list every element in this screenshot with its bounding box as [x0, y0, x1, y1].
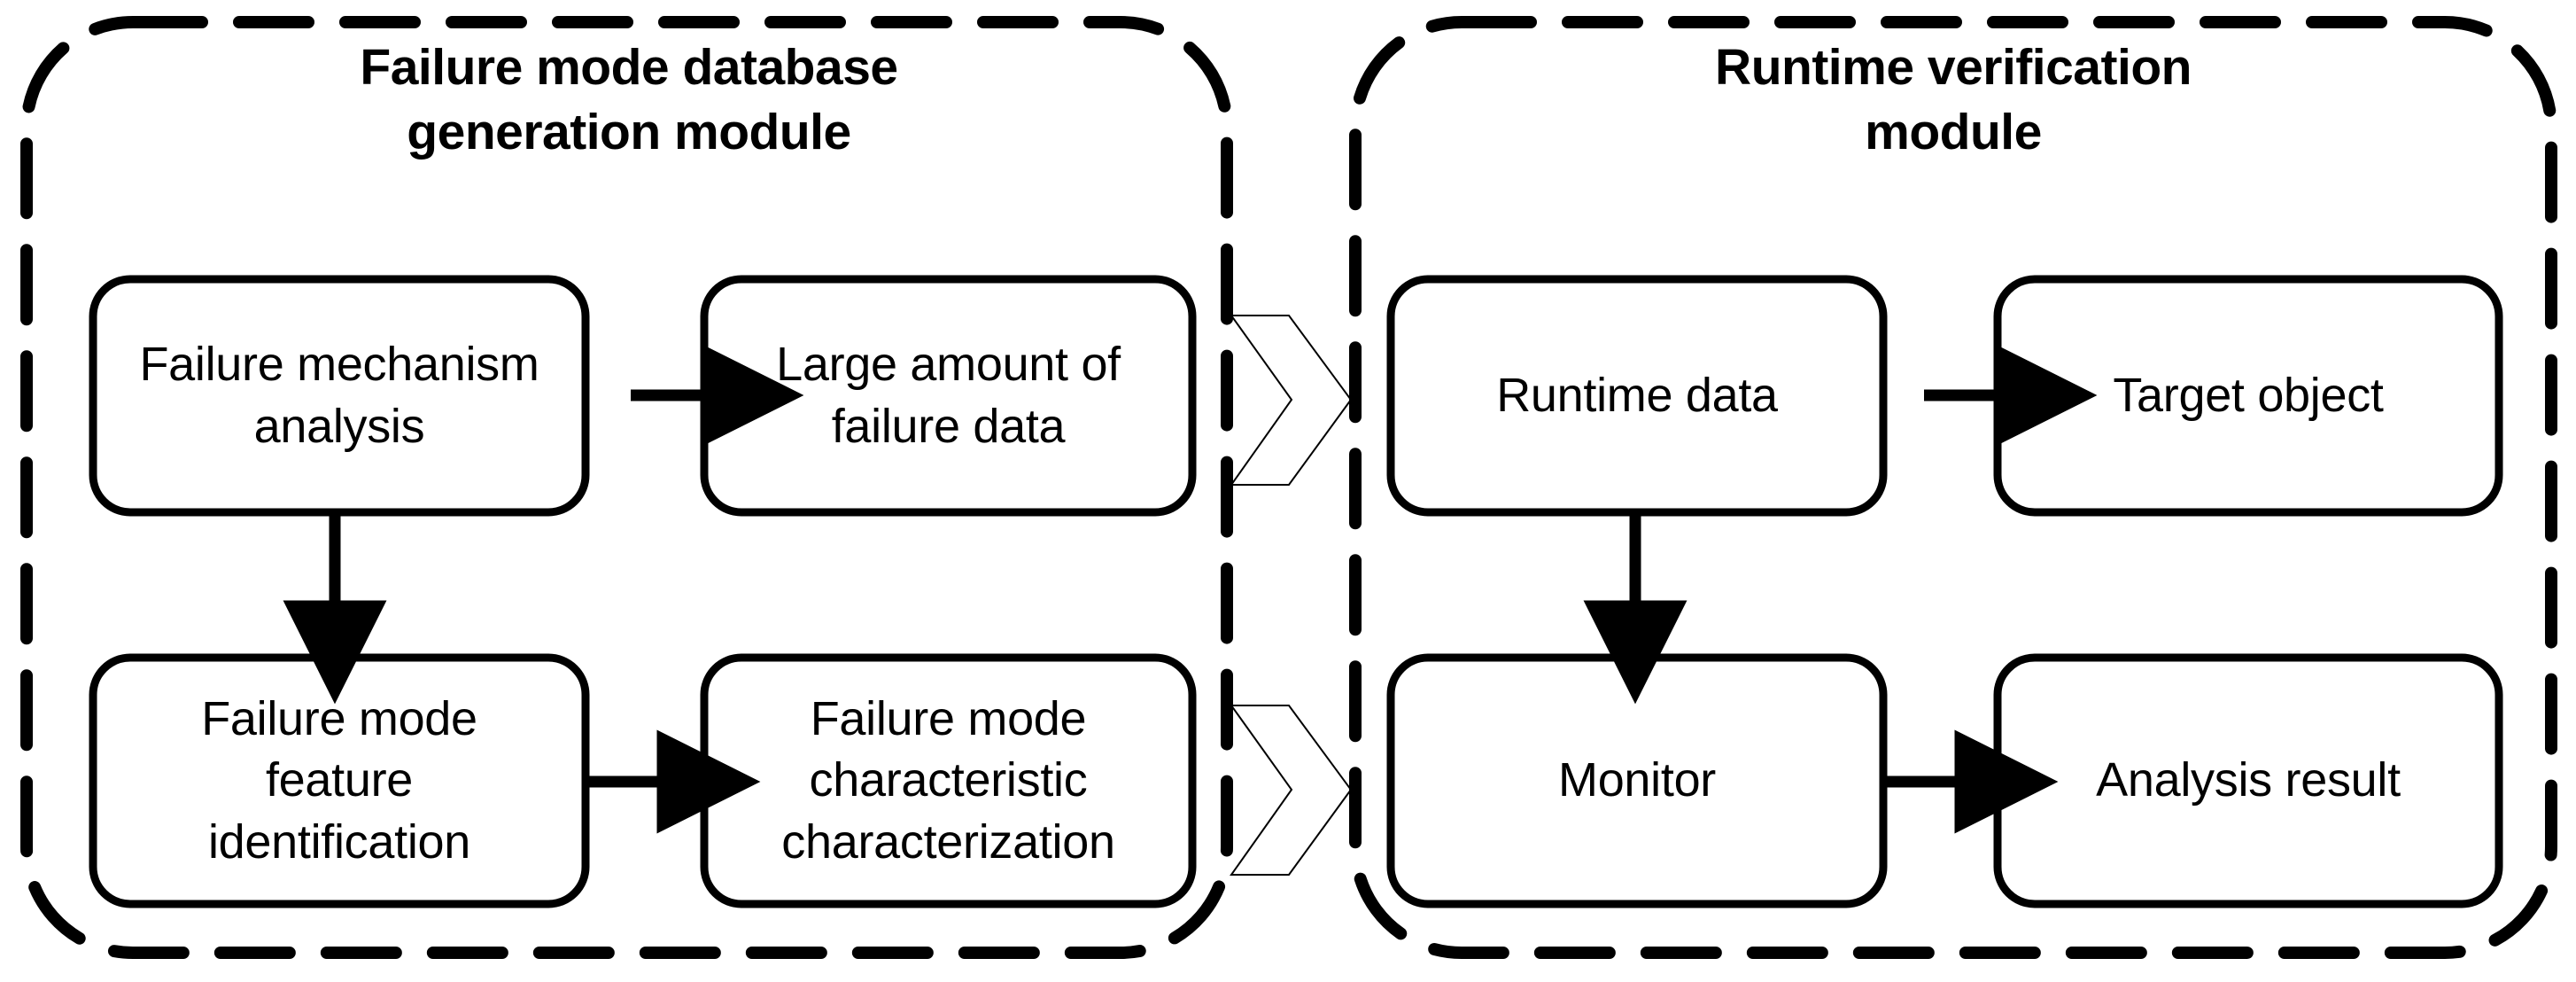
chevron-top-icon: [1230, 315, 1353, 486]
node-large-amount-of-failure-data[interactable]: [700, 275, 1197, 517]
node-failure-mode-feature-identification[interactable]: [89, 653, 590, 908]
node-analysis-result[interactable]: [1993, 653, 2503, 908]
module-title-runtime-verification-module: Runtime verification module: [1715, 39, 2192, 160]
module-title-failure-mode-database-generation-module: Failure mode database generation module: [360, 39, 898, 160]
node-target-object[interactable]: [1993, 275, 2503, 517]
node-failure-mode-characteristic-characterization[interactable]: [700, 653, 1197, 908]
node-monitor[interactable]: [1386, 653, 1888, 908]
module-border-left: [20, 16, 1233, 959]
chevron-bottom-icon: [1230, 705, 1353, 876]
module-runtime-verification-module: [1349, 16, 2557, 959]
module-failure-mode-database-generation-module: [20, 16, 1233, 959]
module-border-right: [1349, 16, 2557, 959]
node-runtime-data[interactable]: [1386, 275, 1888, 517]
node-failure-mechanism-analysis[interactable]: [89, 275, 590, 517]
